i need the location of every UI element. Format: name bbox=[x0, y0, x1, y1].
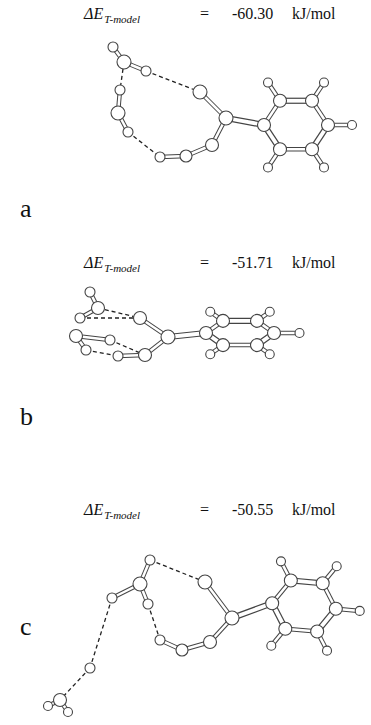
atom bbox=[320, 78, 329, 87]
energy-unit: kJ/mol bbox=[292, 502, 336, 518]
molecule bbox=[108, 42, 357, 172]
atom bbox=[265, 350, 274, 359]
atom bbox=[115, 85, 125, 95]
atom bbox=[75, 313, 85, 323]
atom bbox=[123, 127, 133, 137]
atom bbox=[180, 150, 192, 162]
atom bbox=[332, 562, 341, 571]
atom bbox=[143, 599, 153, 609]
atom bbox=[274, 94, 287, 107]
atom bbox=[113, 351, 123, 361]
atom bbox=[54, 694, 67, 707]
atom bbox=[265, 307, 274, 316]
equals-sign: = bbox=[200, 255, 209, 271]
atom bbox=[258, 119, 271, 132]
atom bbox=[155, 635, 165, 645]
atom bbox=[251, 339, 264, 352]
atom bbox=[105, 335, 115, 345]
hydrogen-bond bbox=[80, 317, 140, 318]
atom bbox=[64, 708, 73, 717]
atom bbox=[44, 702, 53, 711]
atom bbox=[161, 330, 175, 344]
hydrogen-bond bbox=[128, 132, 160, 157]
atom bbox=[276, 557, 285, 566]
atom bbox=[206, 139, 219, 152]
atom bbox=[306, 143, 319, 156]
atom bbox=[134, 312, 147, 325]
atom bbox=[225, 611, 239, 625]
energy-unit: kJ/mol bbox=[292, 6, 336, 22]
atom bbox=[193, 85, 207, 99]
energy-symbol: ΔE bbox=[84, 6, 103, 22]
atom bbox=[322, 119, 335, 132]
atom bbox=[92, 302, 105, 315]
atom bbox=[355, 606, 364, 615]
atom bbox=[117, 55, 131, 69]
atom bbox=[279, 622, 292, 635]
atom bbox=[85, 663, 95, 673]
atom bbox=[267, 641, 276, 650]
atom bbox=[311, 625, 324, 638]
atom bbox=[70, 330, 83, 343]
panel-letter: a bbox=[20, 196, 32, 222]
atom bbox=[111, 106, 125, 120]
hydrogen-bond bbox=[150, 560, 205, 582]
atom bbox=[251, 314, 264, 327]
energy-value: -50.55 bbox=[232, 502, 273, 518]
atom bbox=[155, 152, 165, 162]
atom bbox=[217, 339, 230, 352]
atom bbox=[108, 42, 118, 52]
atom bbox=[295, 329, 304, 338]
atom bbox=[133, 577, 147, 591]
atom bbox=[264, 78, 273, 87]
panel-letter: b bbox=[20, 404, 33, 430]
hydrogen-bond bbox=[90, 598, 112, 668]
atom bbox=[316, 577, 329, 590]
atom bbox=[268, 327, 281, 340]
atom bbox=[176, 644, 188, 656]
energy-subscript: T-model bbox=[104, 14, 140, 25]
atom bbox=[206, 350, 215, 359]
energy-subscript: T-model bbox=[104, 263, 140, 274]
atom bbox=[141, 66, 151, 76]
hydrogen-bond bbox=[146, 71, 200, 92]
atom bbox=[198, 575, 212, 589]
atom bbox=[85, 287, 95, 297]
panel-letter: c bbox=[20, 614, 32, 640]
atom bbox=[274, 143, 287, 156]
atom bbox=[107, 593, 117, 603]
atom bbox=[306, 94, 319, 107]
atom bbox=[264, 163, 273, 172]
energy-value: -60.30 bbox=[232, 6, 273, 22]
energy-unit: kJ/mol bbox=[292, 255, 336, 271]
atom bbox=[145, 555, 155, 565]
atom bbox=[206, 307, 215, 316]
energy-symbol: ΔE bbox=[84, 502, 103, 518]
atom bbox=[320, 163, 329, 172]
atom bbox=[204, 636, 217, 649]
atom bbox=[284, 574, 297, 587]
atom bbox=[200, 327, 213, 340]
atom bbox=[219, 111, 233, 125]
energy-subscript: T-model bbox=[104, 510, 140, 521]
atom bbox=[329, 602, 342, 615]
atom bbox=[139, 349, 152, 362]
atom bbox=[348, 121, 357, 130]
equals-sign: = bbox=[200, 502, 209, 518]
atom bbox=[323, 646, 332, 655]
energy-value: -51.71 bbox=[232, 255, 273, 271]
hydrogen-bond bbox=[148, 604, 160, 640]
equals-sign: = bbox=[200, 6, 209, 22]
atom bbox=[266, 597, 279, 610]
molecule bbox=[70, 287, 305, 362]
atom bbox=[217, 314, 230, 327]
atom bbox=[81, 345, 91, 355]
energy-symbol: ΔE bbox=[84, 255, 103, 271]
molecule bbox=[44, 555, 365, 717]
